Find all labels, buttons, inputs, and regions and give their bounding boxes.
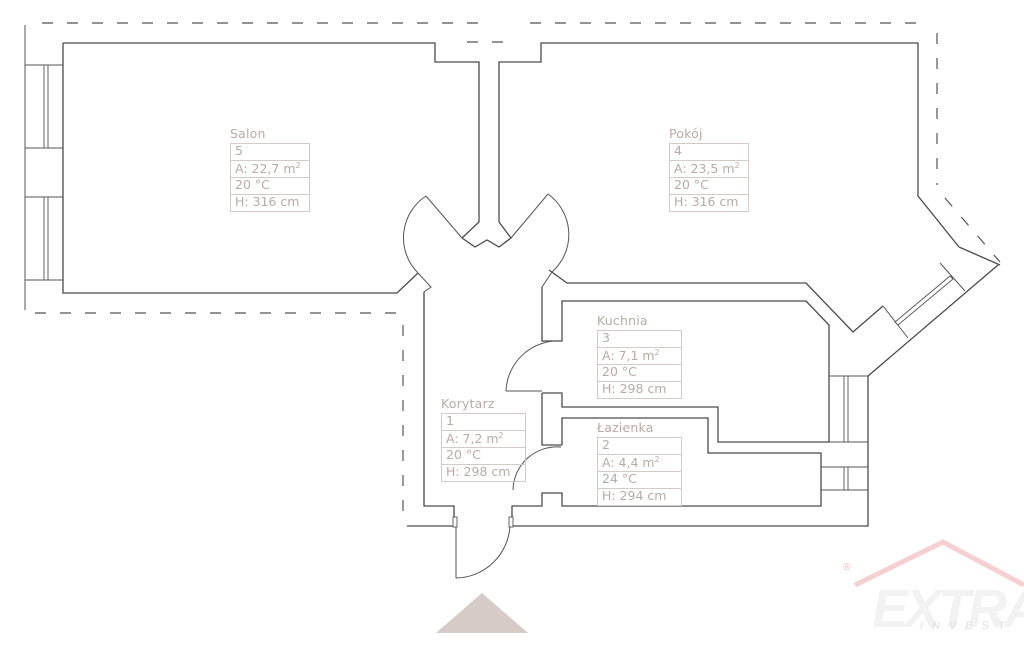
room-height: H: 316 cm bbox=[669, 193, 749, 212]
room-area: A: 4,4 m2 bbox=[597, 453, 682, 472]
room-label-salon: Salon 5 A: 22,7 m2 20 °C H: 316 cm bbox=[230, 126, 310, 212]
kuchnia-window bbox=[829, 375, 868, 443]
logo-brand: EXTRA bbox=[872, 579, 1024, 639]
kuchnia-walls bbox=[542, 376, 830, 443]
room-label-kuchnia: Kuchnia 3 A: 7,1 m2 20 °C H: 298 cm bbox=[597, 313, 682, 399]
room-number: 1 bbox=[441, 412, 526, 431]
logo-roof-icon bbox=[853, 539, 1024, 588]
room-name: Korytarz bbox=[441, 396, 495, 411]
lazienka-window bbox=[821, 466, 868, 491]
registered-mark: ® bbox=[842, 562, 852, 573]
entrance-arrow-icon bbox=[436, 593, 528, 633]
salon-window-upper bbox=[25, 64, 63, 149]
room-number: 2 bbox=[597, 436, 682, 455]
room-height: H: 294 cm bbox=[597, 487, 682, 506]
room-name: Salon bbox=[230, 126, 266, 141]
room-info-table: 2 A: 4,4 m2 24 °C H: 294 cm bbox=[597, 436, 682, 506]
salon-window-lower bbox=[25, 196, 63, 281]
room-temperature: 20 °C bbox=[669, 176, 749, 195]
room-area: A: 22,7 m2 bbox=[230, 159, 310, 178]
outer-diagonal bbox=[867, 264, 999, 377]
logo-tagline: INVEST bbox=[920, 620, 1014, 632]
room-height: H: 316 cm bbox=[230, 193, 310, 212]
room-label-korytarz: Korytarz 1 A: 7,2 m2 20 °C H: 298 cm bbox=[441, 396, 526, 482]
lazienka-walls bbox=[511, 417, 822, 525]
room-info-table: 4 A: 23,5 m2 20 °C H: 316 cm bbox=[669, 142, 749, 212]
lazienka-door[interactable] bbox=[512, 446, 562, 491]
room-temperature: 20 °C bbox=[230, 176, 310, 195]
salon-wall-bottom bbox=[62, 43, 419, 294]
salon-door[interactable] bbox=[402, 195, 463, 293]
outline-dashed bbox=[35, 22, 1001, 520]
room-info-table: 1 A: 7,2 m2 20 °C H: 298 cm bbox=[441, 412, 526, 482]
room-number: 5 bbox=[230, 142, 310, 161]
room-temperature: 20 °C bbox=[441, 446, 526, 465]
kuchnia-door[interactable] bbox=[505, 340, 562, 392]
pokoj-door[interactable] bbox=[510, 193, 570, 340]
room-label-pokoj: Pokój 4 A: 23,5 m2 20 °C H: 316 cm bbox=[669, 126, 749, 212]
korytarz-left-wall bbox=[423, 292, 455, 525]
room-area: A: 23,5 m2 bbox=[669, 159, 749, 178]
room-area: A: 7,2 m2 bbox=[441, 429, 526, 448]
room-name: Pokój bbox=[669, 126, 703, 141]
room-name: Kuchnia bbox=[597, 313, 648, 328]
room-label-lazienka: Łazienka 2 A: 4,4 m2 24 °C H: 294 cm bbox=[597, 420, 682, 506]
kuchnia-left-lower bbox=[541, 393, 562, 446]
room-number: 4 bbox=[669, 142, 749, 161]
pokoj-walls bbox=[498, 42, 960, 248]
entrance-door[interactable] bbox=[452, 516, 514, 579]
room-number: 3 bbox=[597, 329, 682, 348]
salon-walls bbox=[63, 42, 480, 239]
room-info-table: 3 A: 7,1 m2 20 °C H: 298 cm bbox=[597, 329, 682, 399]
room-height: H: 298 cm bbox=[597, 380, 682, 399]
right-exterior-wall bbox=[512, 376, 869, 527]
room-name: Łazienka bbox=[597, 420, 654, 435]
bottom-exterior-edge bbox=[958, 246, 1001, 266]
room-area: A: 7,1 m2 bbox=[597, 346, 682, 365]
pokoj-window bbox=[882, 262, 966, 339]
central-wall-zigzag bbox=[461, 221, 512, 248]
korytarz-right-wall-upper bbox=[541, 287, 830, 376]
extra-invest-logo: ® EXTRA INVEST bbox=[842, 540, 1024, 655]
room-temperature: 24 °C bbox=[597, 470, 682, 489]
room-temperature: 20 °C bbox=[597, 363, 682, 382]
pokoj-wall-lower bbox=[548, 269, 884, 333]
room-height: H: 298 cm bbox=[441, 463, 526, 482]
room-info-table: 5 A: 22,7 m2 20 °C H: 316 cm bbox=[230, 142, 310, 212]
